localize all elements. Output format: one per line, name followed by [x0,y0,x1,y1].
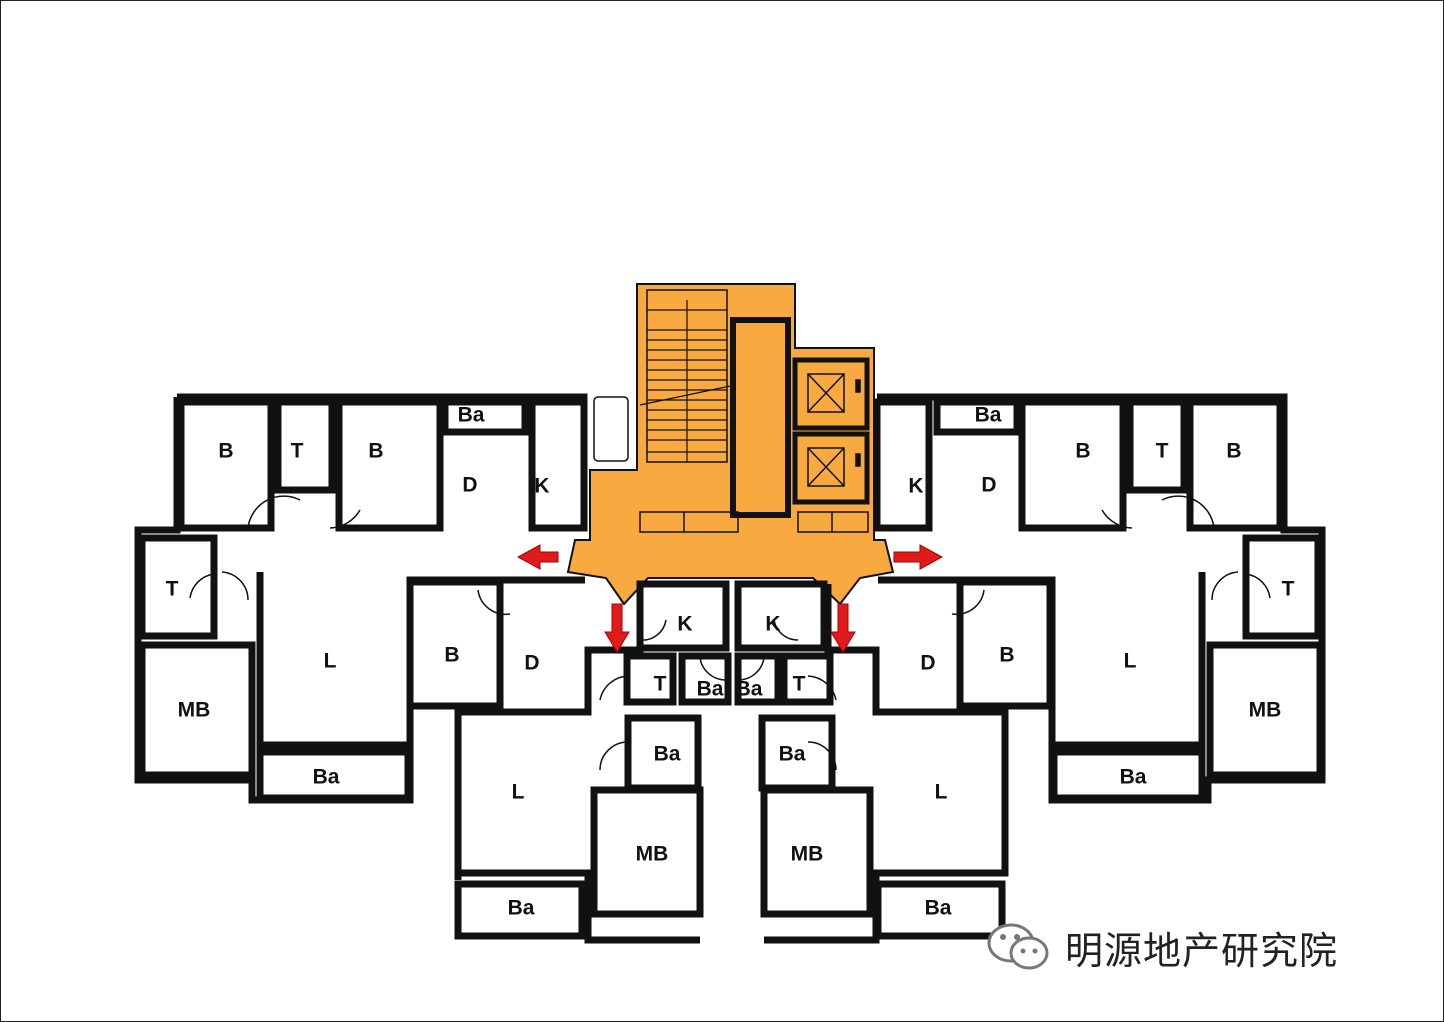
room-label-b: B [1075,440,1090,463]
arrow-right-icon [893,544,944,570]
room-label-t: T [166,578,179,601]
room-label-b: B [218,440,233,463]
brand-name: 明源地产研究院 [1065,928,1339,973]
unit-west [134,393,588,804]
room-label-k: K [908,475,923,498]
room-label-mb: MB [1249,699,1282,722]
room-label-b: B [999,644,1014,667]
wechat-icon [987,923,1049,970]
room-label-ba: Ba [654,743,681,766]
room-label-l: L [512,781,525,804]
room-label-d: D [462,474,477,497]
room-label-d: D [920,652,935,675]
room-label-t: T [793,673,806,696]
room-label-l: L [324,650,337,673]
room-label-t: T [1156,440,1169,463]
room-label-k: K [677,613,692,636]
room-label-b: B [1226,440,1241,463]
room-label-t: T [1282,578,1295,601]
fixture-icon [593,396,629,462]
room-label-ba: Ba [697,678,724,701]
arrow-left-icon [516,544,559,570]
room-label-k: K [534,475,549,498]
room-label-b: B [444,644,459,667]
room-label-l: L [1124,650,1137,673]
unit-center-left [454,580,732,944]
elevator-icon [807,373,861,487]
room-label-ba: Ba [779,743,806,766]
exit-arrows [516,544,944,653]
arrow-down-left-icon [604,603,630,653]
room-label-ba: Ba [975,404,1002,427]
room-label-t: T [654,673,667,696]
room-label-ba: Ba [313,766,340,789]
room-label-ba: Ba [458,404,485,427]
room-label-l: L [935,781,948,804]
watermark: 明源地产研究院 [985,918,1338,976]
core-area [566,283,895,606]
room-label-ba: Ba [1120,766,1147,789]
room-label-t: T [291,440,304,463]
room-label-ba: Ba [925,897,952,920]
room-label-mb: MB [636,843,669,866]
room-label-d: D [524,652,539,675]
room-label-mb: MB [791,843,824,866]
room-label-k: K [765,613,780,636]
room-label-mb: MB [178,699,211,722]
room-labels: B T B Ba D K T L MB Ba B D K T Ba Ba L M… [166,404,1295,920]
arrow-down-right-icon [830,603,856,653]
room-label-b: B [368,440,383,463]
stair-treads [639,300,736,462]
room-label-ba: Ba [508,897,535,920]
room-label-d: D [981,474,996,497]
room-label-ba: Ba [736,678,763,701]
unit-east [873,393,1326,804]
